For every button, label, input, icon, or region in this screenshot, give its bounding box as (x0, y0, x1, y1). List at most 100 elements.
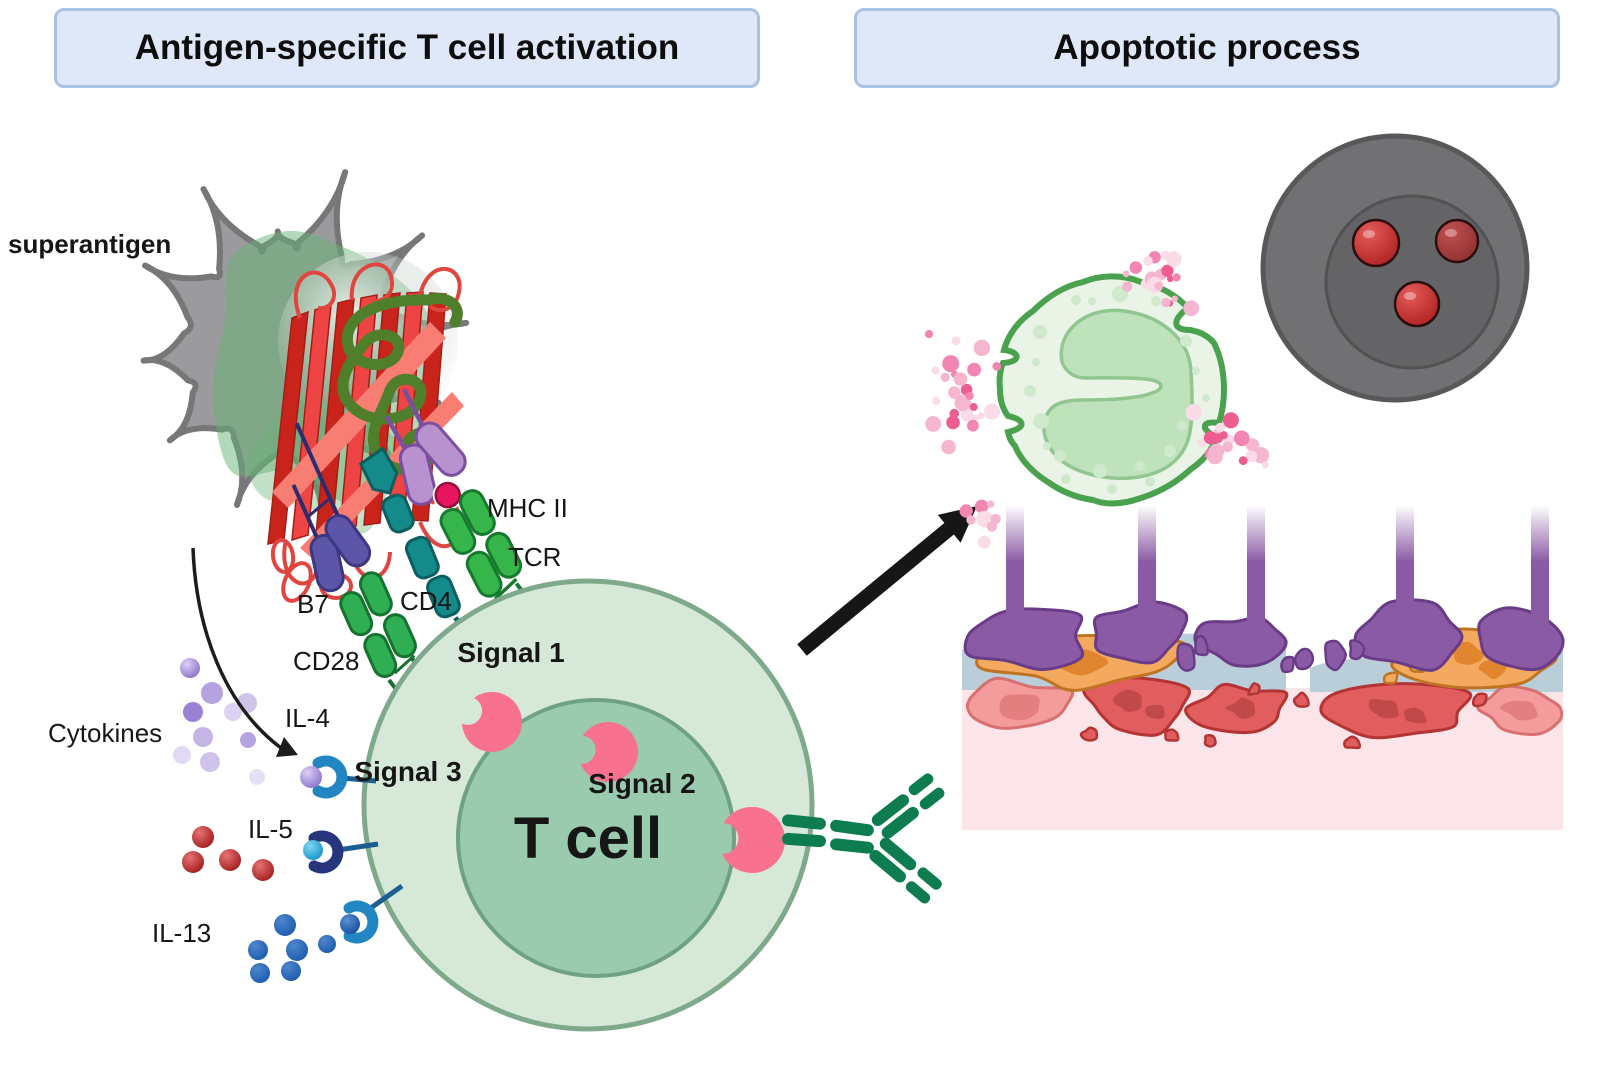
cd28-label: CD28 (293, 646, 359, 676)
granule-dot (992, 362, 1002, 371)
t-cell-nucleus (456, 698, 736, 978)
il4-cytokine-dot (200, 752, 220, 772)
granule-dot (1161, 297, 1171, 308)
granule-dot (1129, 261, 1143, 274)
b7-cd28-complex (291, 422, 435, 709)
signal1-label: Signal 1 (457, 637, 564, 668)
granule-dot (1197, 438, 1207, 448)
cd28-molecule (339, 571, 417, 678)
detached-epithelium-fragment (1293, 647, 1315, 671)
mhc2-molecule (398, 421, 467, 506)
granule (1145, 477, 1155, 487)
granule-dot (1172, 273, 1181, 282)
granule-dot (1166, 275, 1174, 283)
granule-dot (960, 408, 974, 421)
cytokine-release-arrow (191, 547, 298, 757)
granule-dot (1215, 422, 1225, 433)
granule-dot (977, 412, 985, 420)
granule (1135, 461, 1145, 471)
il4-cytokine-dot (201, 682, 223, 704)
granule (1093, 464, 1107, 478)
il5-cytokine-dot (182, 851, 204, 873)
granule-dot (1161, 264, 1174, 277)
mhc2-label: MHC II (487, 493, 568, 523)
granule-dot (969, 403, 978, 411)
il13-cytokine-dot (250, 963, 270, 983)
il4-cytokine-dot (224, 703, 242, 721)
granule-dot (986, 521, 998, 532)
activation-panel-title: Antigen-specific T cell activation (54, 8, 760, 88)
epithelium-stalk (1138, 505, 1156, 647)
degranulation-dots (924, 250, 1270, 549)
granule (1071, 295, 1081, 305)
cd4-receptor (358, 446, 486, 658)
cytokine-receptors (300, 755, 404, 944)
epithelium-stalk (1247, 505, 1265, 647)
b7-label: B7 (297, 589, 329, 619)
il4-receptor-stalk (341, 775, 377, 784)
il5-cytokine-bound (303, 840, 323, 860)
cell-nucleus (1452, 641, 1484, 665)
granule-dot (925, 416, 942, 432)
cytokines (173, 658, 336, 983)
granule-dot (942, 355, 960, 373)
il4-cytokine-bound (300, 766, 322, 788)
granule-dot (974, 499, 989, 514)
granule-dot (941, 439, 956, 455)
epithelium-stalk (1396, 505, 1414, 647)
granule-dot (983, 403, 1001, 420)
il13-cytokine-bound (340, 914, 360, 934)
apoptotic-panel-title: Apoptotic process (854, 8, 1560, 88)
granule-dot (1245, 450, 1258, 463)
tissue-section (962, 505, 1565, 830)
il4-cytokine-dot (183, 702, 203, 722)
granule-dot (1219, 431, 1228, 440)
granule-dot (1171, 295, 1179, 303)
granule-dot (951, 336, 961, 346)
tcr-molecule (439, 489, 523, 598)
il13-cytokine-dot (248, 940, 268, 960)
epithelium-stalk (1531, 505, 1549, 647)
superantigen-label: superantigen (8, 229, 171, 259)
granule-dot (1143, 256, 1153, 266)
granule-dot (1222, 412, 1239, 429)
signal-receptor (722, 806, 786, 873)
cell-nucleus (1499, 700, 1538, 721)
b7-molecule (309, 514, 372, 593)
granule-dot (1238, 456, 1248, 465)
granule (1032, 358, 1040, 366)
granule (1151, 296, 1161, 306)
granule-dot (977, 535, 991, 549)
il4-cytokine-dot (173, 746, 191, 764)
il13-cytokine-dot (318, 935, 336, 953)
granule-dot (967, 419, 979, 432)
pink-signal-receptors (462, 691, 786, 873)
granule-dot (1222, 441, 1233, 453)
granule (1177, 421, 1187, 431)
granule-dot (1185, 404, 1203, 421)
cell-nucleus (999, 694, 1040, 721)
detached-epithelium-fragment (1324, 639, 1347, 672)
granule-dot (959, 504, 973, 518)
granule (1202, 394, 1210, 402)
granule-dot (932, 396, 941, 406)
cell-fragment (1292, 691, 1310, 708)
il4-cytokine-dot (240, 732, 256, 748)
cell-fragment (1203, 734, 1217, 748)
antigen-peptide (434, 481, 462, 509)
il4-receptor (312, 755, 348, 799)
il5-label: IL-5 (248, 814, 293, 844)
granule-dot (967, 362, 982, 377)
granule-dot (973, 339, 991, 356)
granule (1024, 385, 1036, 397)
granule-dot (1252, 447, 1270, 464)
granule (1164, 445, 1176, 457)
granule-dot (924, 330, 934, 339)
il4-label: IL-4 (285, 703, 330, 733)
granule-dot (1245, 438, 1260, 452)
tcr-label: TCR (508, 542, 561, 572)
il5-receptor (308, 830, 344, 874)
granule-dot (1122, 270, 1130, 278)
il4-cytokine-dot (193, 727, 213, 747)
il13-cytokine-dot (286, 939, 308, 961)
